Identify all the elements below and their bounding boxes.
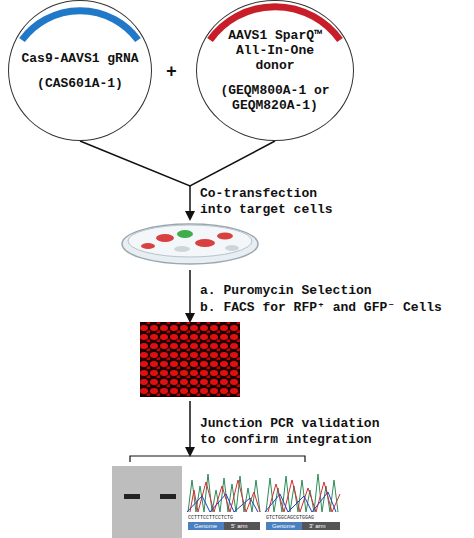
flow-arrow [189, 401, 191, 452]
gel-image [112, 466, 182, 538]
trace [265, 492, 336, 512]
cell [217, 233, 233, 240]
blue-arc [22, 11, 138, 40]
sequence-text: GTCTGGCAGCGTGGAG [266, 515, 314, 521]
track-label: Genome [194, 523, 217, 530]
bracket [130, 456, 305, 462]
circle-node: Cas9-AAVS1 gRNA (CAS601A-1) [8, 0, 152, 141]
sequence-text: CCTTTCCTTCCTCTG [188, 515, 233, 521]
step-label: Junction PCR validation to confirm integ… [200, 416, 395, 448]
genome-bar [188, 522, 224, 530]
flow-arrow [189, 186, 191, 216]
red-cell-image [140, 322, 240, 397]
circle-node: AAVS1 SparQ™ All-In-One donor (GEQM800A-1… [196, 0, 354, 141]
trace [188, 474, 260, 512]
step-label: b. FACS for RFP⁺ and GFP⁻ Cells [200, 300, 470, 316]
gel-band [160, 494, 176, 499]
node-title: Cas9-AAVS1 gRNA [15, 51, 145, 66]
cell [195, 239, 215, 247]
dish-inner [128, 225, 252, 257]
node-code: (CAS601A-1) [15, 76, 145, 91]
culture-dish [122, 224, 258, 264]
trace [190, 480, 260, 512]
flow-arrow [189, 270, 191, 318]
track-label: 5' arm [231, 523, 247, 530]
cell [141, 243, 155, 249]
cell [177, 230, 193, 238]
chromatogram [186, 466, 262, 538]
chromatogram [264, 466, 342, 538]
arm-bar [302, 522, 340, 530]
step-label: a. Puromycin Selection [200, 283, 460, 299]
genome-bar [266, 522, 302, 530]
node-code: (GEQM800A-1 or GEQM820A-1) [220, 83, 330, 113]
cell [225, 245, 239, 251]
arm-bar [224, 522, 260, 530]
track-label: Genome [272, 523, 295, 530]
merge-lines [80, 141, 275, 186]
gel-band [124, 494, 140, 499]
node-title: AAVS1 SparQ™ All-In-One donor [215, 28, 335, 73]
step-label: Co-transfection into target cells [200, 186, 350, 218]
cell [174, 246, 190, 252]
trace [187, 494, 258, 512]
track-label: 3' arm [309, 523, 325, 530]
step-label: + [166, 62, 186, 82]
cell [156, 234, 174, 242]
